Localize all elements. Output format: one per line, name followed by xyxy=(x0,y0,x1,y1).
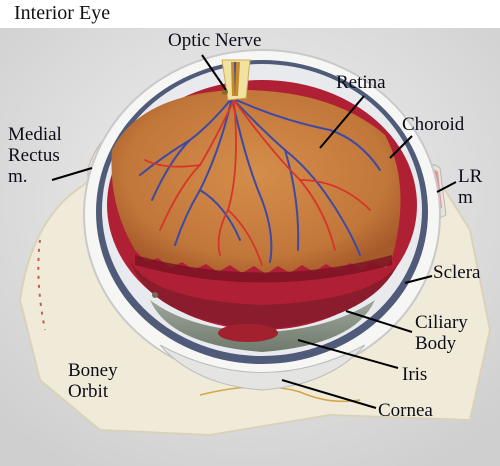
label-medial-rectus-line-1: Medial xyxy=(8,124,62,145)
label-choroid: Choroid xyxy=(402,114,465,135)
label-ciliary-body-line-1: Ciliary xyxy=(415,312,468,333)
label-optic-nerve: Optic Nerve xyxy=(168,30,262,51)
label-retina: Retina xyxy=(336,72,386,93)
label-lateral-rectus-line-2: m xyxy=(458,187,473,208)
label-medial-rectus-line-3: m. xyxy=(8,166,28,187)
retinal-arteries xyxy=(144,99,371,266)
label-lateral-rectus: LR m xyxy=(458,166,482,208)
orbit-nerve-line xyxy=(199,385,361,403)
label-ciliary-body: Ciliary Body xyxy=(415,312,468,354)
ora-serrata xyxy=(135,255,392,283)
label-medial-rectus: Medial Rectus m. xyxy=(8,124,62,187)
ciliary-body xyxy=(130,260,400,330)
model-screw xyxy=(152,292,158,298)
label-sclera: Sclera xyxy=(433,262,481,283)
label-iris: Iris xyxy=(402,364,428,385)
label-cornea: Cornea xyxy=(378,400,433,421)
label-pointer-lines xyxy=(51,54,457,409)
page-title: Interior Eye xyxy=(0,0,500,28)
label-medial-rectus-line-2: Rectus xyxy=(8,145,60,166)
label-boney-orbit-line-1: Boney xyxy=(68,360,118,381)
label-boney-orbit: Boney Orbit xyxy=(68,360,118,402)
lens-area xyxy=(150,300,375,352)
label-boney-orbit-line-2: Orbit xyxy=(68,381,109,402)
cornea xyxy=(159,344,366,391)
label-ciliary-body-line-2: Body xyxy=(415,333,457,354)
label-lateral-rectus-line-1: LR xyxy=(458,166,483,187)
iris xyxy=(218,324,278,342)
optic-nerve xyxy=(221,59,251,101)
